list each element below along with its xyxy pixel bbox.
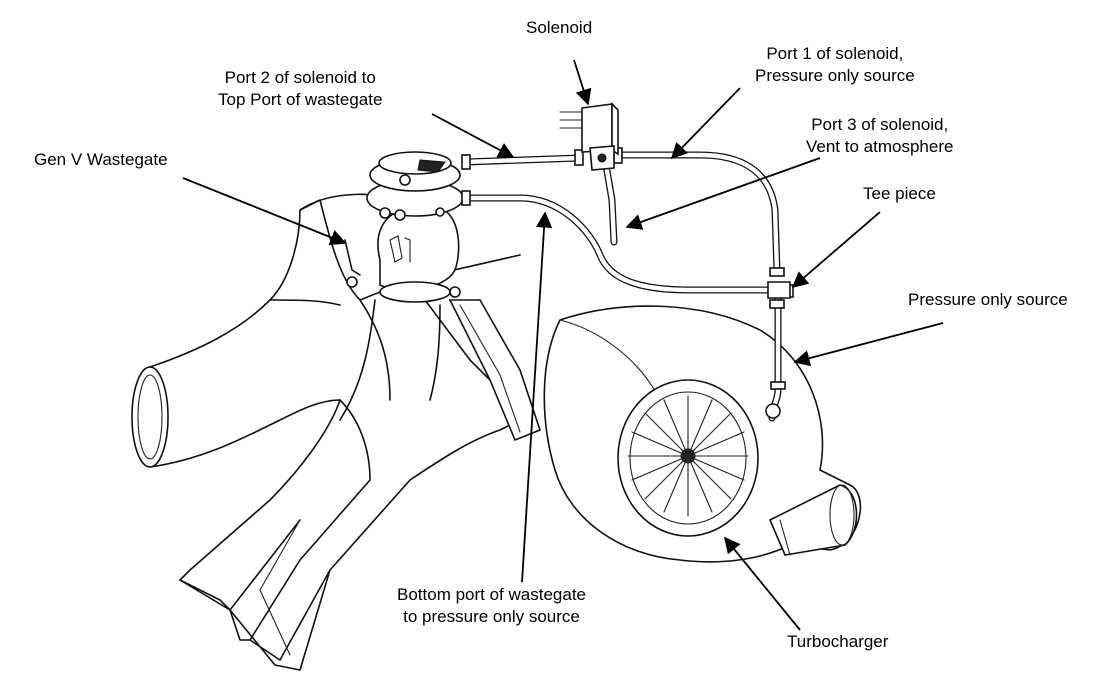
port3-arrow xyxy=(625,157,821,230)
tee-piece-arrow xyxy=(791,211,881,289)
gen-v-wastegate xyxy=(344,151,464,303)
turbocharger-label: Turbocharger xyxy=(787,632,889,651)
hose-port1-pressure xyxy=(616,151,781,276)
pressure-only-source-arrow xyxy=(793,322,944,367)
port2-arrow xyxy=(431,113,515,158)
hose-port3-vent xyxy=(602,161,618,246)
solenoid-arrow xyxy=(573,59,592,106)
tee-piece xyxy=(767,281,791,299)
bottom-port-label: Bottom port of wastegate to pressure onl… xyxy=(397,585,586,626)
bottom-port-arrow xyxy=(521,211,553,583)
annotation-arrows xyxy=(182,59,944,631)
turbocharger-arrow xyxy=(723,536,801,631)
port3-label: Port 3 of solenoid, Vent to atmosphere xyxy=(806,115,954,156)
solenoid-label: Solenoid xyxy=(526,18,593,37)
gen-v-wastegate-label: Gen V Wastegate xyxy=(34,150,168,169)
hose-bottom-port-to-tee xyxy=(461,194,774,294)
port1-arrow xyxy=(670,87,741,160)
exhaust-manifold xyxy=(131,193,521,671)
turbocharger-body xyxy=(543,305,862,563)
tee-piece-label: Tee piece xyxy=(863,184,936,203)
pressure-only-source-label: Pressure only source xyxy=(908,290,1068,309)
solenoid-valve xyxy=(559,102,619,171)
gen-v-wastegate-arrow xyxy=(182,177,347,246)
compressor-wheel xyxy=(627,395,749,517)
wastegate-outlet-pipe xyxy=(339,299,541,442)
port2-label: Port 2 of solenoid to Top Port of wasteg… xyxy=(218,68,383,109)
hose-port2-to-top-port xyxy=(461,154,584,166)
hose-tee-to-pressure-source xyxy=(765,291,782,422)
port1-label: Port 1 of solenoid, Pressure only source xyxy=(755,44,915,85)
